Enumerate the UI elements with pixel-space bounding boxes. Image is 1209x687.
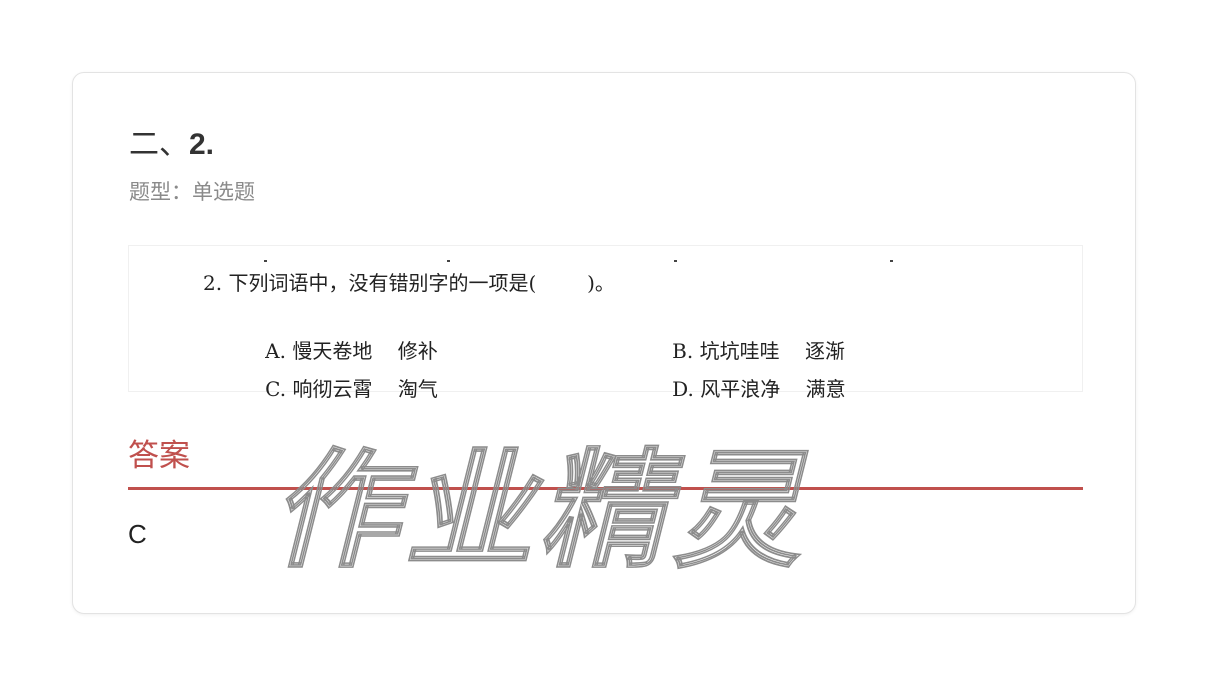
- question-type: 题型：单选题: [129, 177, 255, 207]
- question-type-label: 题型：: [129, 180, 192, 204]
- option-label: D.: [672, 377, 694, 401]
- question-title: 二、2.: [129, 125, 214, 165]
- watermark-text: 作业精灵: [263, 436, 836, 586]
- emphasis-dot: [264, 260, 267, 262]
- question-card: 二、2. 题型：单选题 2. 下列词语中，没有错别字的一项是( )。 A. 慢天…: [72, 72, 1136, 614]
- option-a: A. 慢天卷地 修补: [227, 306, 438, 396]
- option-d: D. 风平浪净 满意: [634, 344, 846, 434]
- emphasis-dot: [447, 260, 450, 262]
- emphasis-dot: [674, 260, 677, 262]
- question-type-value: 单选题: [192, 180, 255, 204]
- emphasis-dot: [890, 260, 893, 262]
- option-text: 风平浪净 满意: [700, 377, 846, 401]
- option-c: C. 响彻云霄 淘气: [227, 344, 438, 434]
- option-label: B.: [672, 339, 694, 363]
- option-text: 坑坑哇哇 逐渐: [699, 339, 846, 363]
- option-text: 响彻云霄 淘气: [292, 377, 438, 401]
- question-stem: 2. 下列词语中，没有错别字的一项是( )。: [203, 271, 615, 295]
- answer-heading: 答案: [128, 438, 190, 474]
- option-b: B. 坑坑哇哇 逐渐: [634, 306, 845, 396]
- option-label: A.: [265, 339, 286, 363]
- question-section: 二、: [129, 127, 189, 162]
- question-number: 2.: [189, 128, 215, 161]
- watermark-logo: 作业精灵: [262, 435, 837, 586]
- question-image: 2. 下列词语中，没有错别字的一项是( )。 A. 慢天卷地 修补 B. 坑坑哇…: [128, 245, 1083, 401]
- option-text: 慢天卷地 修补: [292, 339, 438, 363]
- option-label: C.: [265, 377, 287, 401]
- answer-value: C: [128, 519, 147, 549]
- answer-divider: [128, 487, 1083, 490]
